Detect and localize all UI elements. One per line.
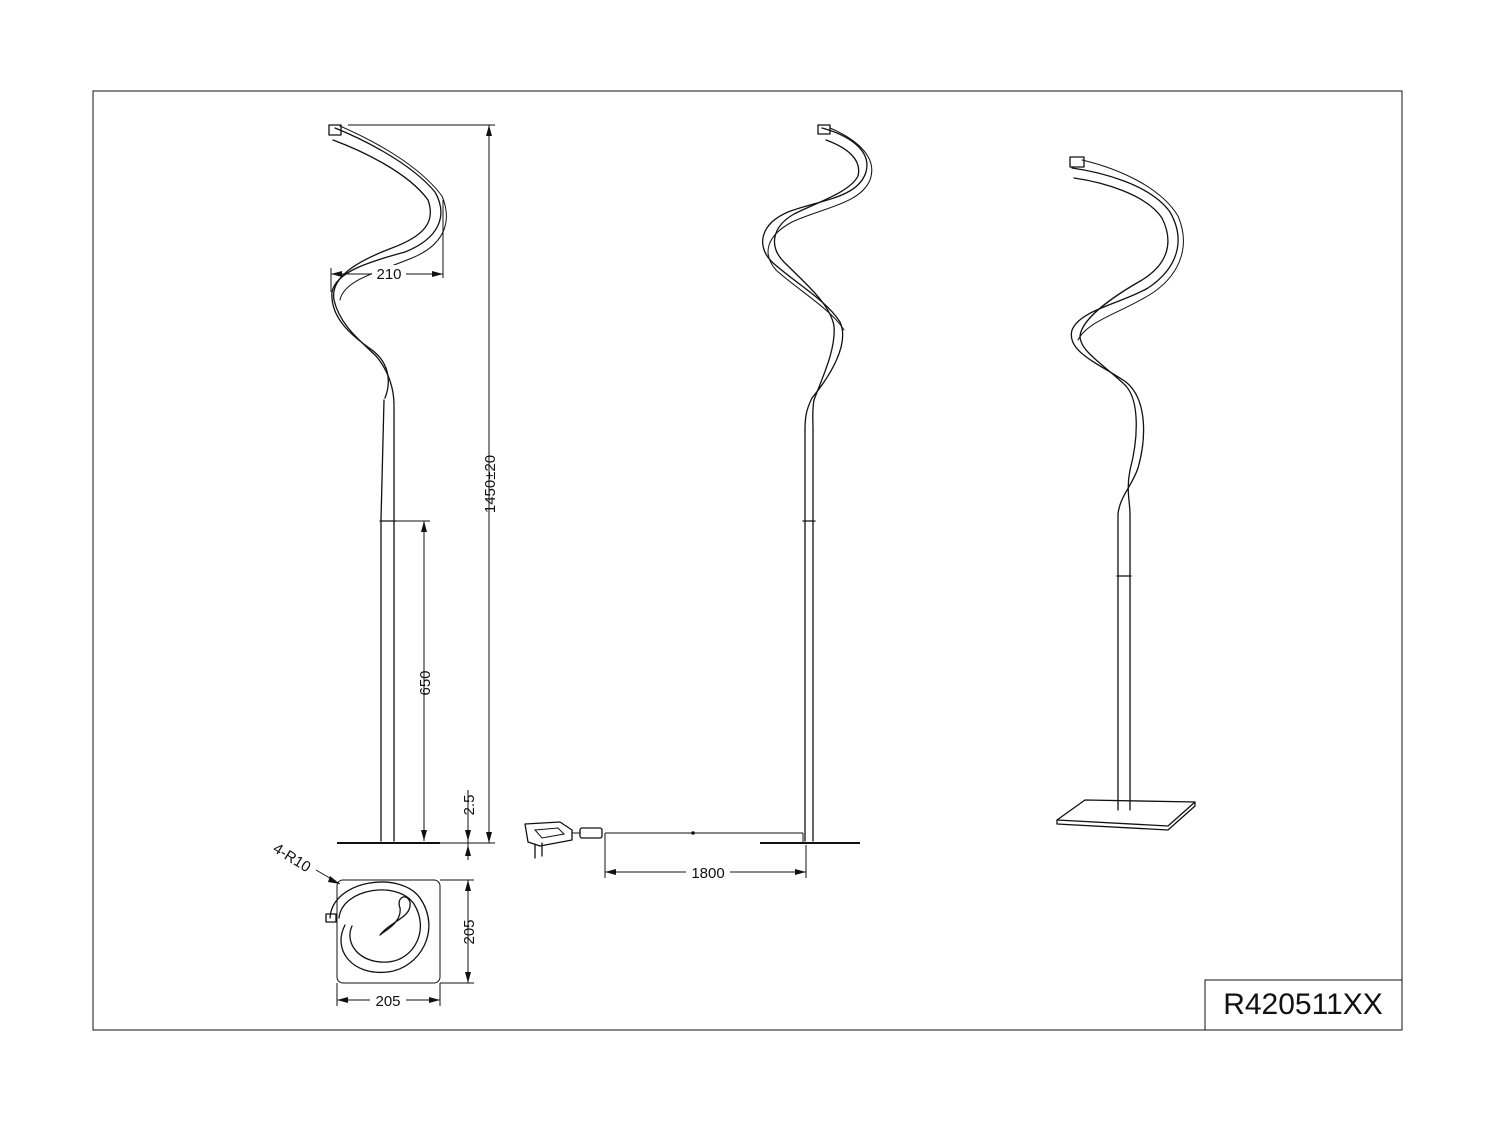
dimension-spiral-width: 210 xyxy=(330,200,444,292)
upper-stem xyxy=(380,399,395,521)
lamp-top-view: 4-R10 205 205 xyxy=(270,840,478,1010)
arrow-down xyxy=(465,972,471,983)
front-spiral-outer xyxy=(762,127,868,431)
lamp-side-view xyxy=(328,124,447,844)
persp-spiral-outer xyxy=(1070,167,1179,515)
spiral-top-outer xyxy=(329,881,430,973)
spiral-top-inner xyxy=(338,889,422,963)
title-block-box xyxy=(1204,979,1403,1031)
title-block: R420511XX xyxy=(1204,979,1403,1031)
arrow-up xyxy=(465,880,471,891)
arrow-down xyxy=(486,832,492,843)
front-spiral-inner xyxy=(773,139,860,431)
drawing-frame xyxy=(92,90,1403,1031)
arrow-up xyxy=(486,125,492,136)
spiral-top-hook xyxy=(379,896,411,936)
arrow-right xyxy=(432,271,443,277)
radius-arrow xyxy=(328,876,340,884)
base-outline-top xyxy=(336,879,441,984)
arrow-left xyxy=(337,997,348,1003)
base-depth-label: 205 xyxy=(461,919,478,944)
arrow-up xyxy=(421,521,427,532)
arrow-right xyxy=(795,869,806,875)
base-width-label: 205 xyxy=(375,993,400,1010)
arrow-up xyxy=(465,845,471,856)
arrow-down xyxy=(421,830,427,841)
top-view-cap xyxy=(325,913,337,923)
arrow-right xyxy=(429,997,440,1003)
arrow-down xyxy=(465,830,471,841)
persp-base xyxy=(1056,799,1196,827)
persp-head-cap xyxy=(1069,156,1085,168)
front-head-cap xyxy=(817,124,831,135)
lamp-perspective-view xyxy=(1056,156,1196,831)
arrow-left xyxy=(605,869,616,875)
bwidth-label-bg xyxy=(370,992,406,1008)
dimension-height: 1450±20 xyxy=(348,124,499,844)
front-lower-stem xyxy=(804,520,814,842)
spiral-head xyxy=(331,127,442,399)
cable-switch xyxy=(691,831,695,835)
lower-stem xyxy=(380,520,395,842)
power-plug-icon xyxy=(524,821,603,859)
persp-spiral-back xyxy=(1077,159,1184,341)
height-label: 1450±20 xyxy=(482,455,499,513)
persp-spiral-inner xyxy=(1073,177,1169,515)
width-label-bg xyxy=(372,265,406,281)
spiral-head-back xyxy=(339,125,447,301)
persp-lower-stem xyxy=(1117,575,1131,811)
persp-upper-stem xyxy=(1117,513,1131,577)
cable-label-bg xyxy=(686,864,730,880)
spiral-width-label: 210 xyxy=(376,266,401,283)
product-code: R420511XX xyxy=(1223,988,1383,1021)
corner-radius-label: 4-R10 xyxy=(270,840,314,876)
persp-base-edge xyxy=(1056,801,1196,831)
front-spiral-back xyxy=(767,127,873,331)
lamp-front-view: 1800 xyxy=(524,124,873,882)
dimension-lower-tube: 650 xyxy=(396,520,434,841)
cable-length-label: 1800 xyxy=(691,865,724,882)
lower-tube-label: 650 xyxy=(417,670,434,695)
arrow-left xyxy=(331,271,342,277)
lamp-head-cap xyxy=(328,124,342,136)
spiral-head-inner xyxy=(332,139,432,406)
front-upper-stem xyxy=(804,429,814,522)
dimension-base-thickness: 2.5 xyxy=(461,790,478,860)
base-thickness-label: 2.5 xyxy=(461,795,478,816)
